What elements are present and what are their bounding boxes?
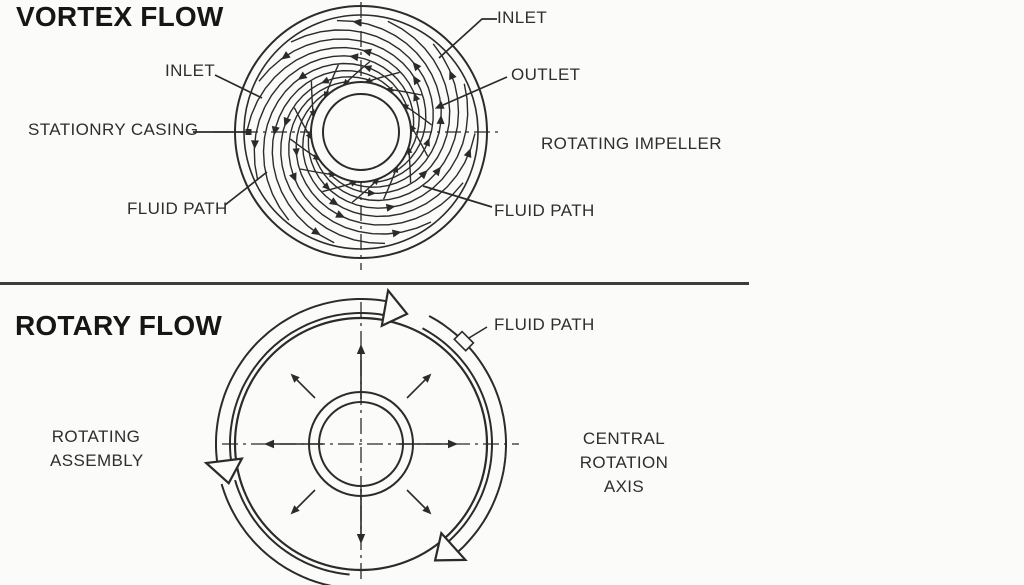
section-divider [0, 282, 749, 285]
radial-flow-arrows [264, 344, 458, 544]
vortex-inlet-top-right-label: INLET [497, 8, 548, 27]
rotating-assembly-line2: ASSEMBLY [50, 451, 144, 470]
rotating-assembly-label: ROTATING ASSEMBLY [50, 425, 144, 473]
rotary-fluid-path-label: FLUID PATH [494, 315, 595, 334]
rotating-assembly-circle [233, 316, 489, 572]
vortex-fluid-path-right-label: FLUID PATH [494, 201, 595, 220]
vortex-fluid-path-left-label: FLUID PATH [127, 199, 228, 218]
vortex-leader-lines [193, 18, 508, 208]
rotary-section-title: ROTARY FLOW [15, 310, 222, 341]
central-rotation-axis-label: CENTRAL ROTATION AXIS [540, 427, 708, 499]
vortex-inlet-left-label: INLET [165, 61, 216, 80]
central-rotation-axis-line2: AXIS [603, 477, 645, 496]
central-rotation-axis-line1: CENTRAL ROTATION [579, 429, 669, 472]
rotary-flow-diagram [203, 287, 519, 585]
impeller-hub [310, 81, 412, 183]
vortex-section-title: VORTEX FLOW [16, 1, 224, 32]
rotary-leader [453, 326, 488, 352]
vortex-outlet-label: OUTLET [511, 65, 581, 84]
vortex-swirl-arrows [246, 18, 476, 245]
rotating-impeller-label: ROTATING IMPELLER [541, 134, 722, 153]
rotating-assembly-line1: ROTATING [51, 427, 141, 446]
vortex-centerlines [213, 2, 502, 270]
stationary-casing-label: STATIONRY CASING [28, 120, 199, 139]
vortex-flow-diagram [193, 2, 508, 270]
